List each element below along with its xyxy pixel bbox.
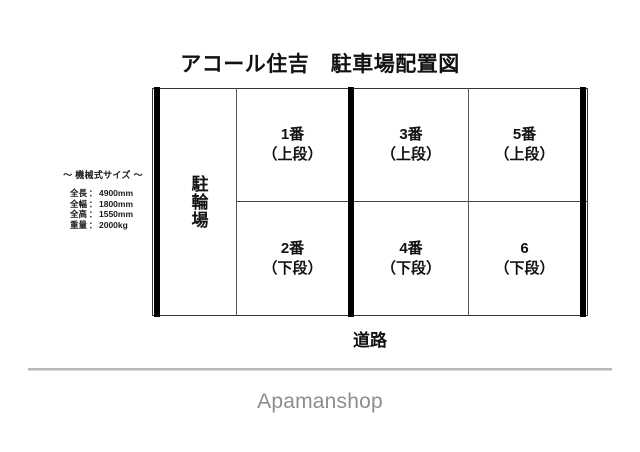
watermark-apamanshop: Apamanshop <box>257 390 383 413</box>
cell-label: 5番 （上段） <box>494 126 555 163</box>
cell-space-6[interactable]: 6 （下段） <box>469 202 580 315</box>
cell-space-4[interactable]: 4番 （下段） <box>354 202 468 315</box>
wall-right <box>580 87 586 317</box>
grid-divider-horizontal <box>236 201 588 202</box>
cell-label: 4番 （下段） <box>380 239 441 277</box>
bike-parking-label: 駐輪場 <box>188 175 208 229</box>
footer-divider <box>28 368 612 371</box>
spec-row: 全高 ： 1550mm <box>42 209 164 220</box>
machine-spec-block: ～ 機械式サイズ ～ 全長 ： 4900mm 全幅 ： 1800mm 全高 ： … <box>42 168 164 230</box>
grid-divider-col-middle <box>468 88 469 316</box>
spec-table: 全長 ： 4900mm 全幅 ： 1800mm 全高 ： 1550mm 重量 ：… <box>42 188 164 230</box>
spec-colon: ： <box>88 219 98 230</box>
spec-row: 重量 ： 2000kg <box>42 220 164 231</box>
spec-label-width: 全幅 <box>69 198 87 209</box>
cell-label: 3番 （上段） <box>380 126 441 163</box>
cell-label: 1番 （上段） <box>262 126 323 163</box>
spec-colon: ： <box>88 198 98 209</box>
cell-bike-parking[interactable]: 駐輪場 <box>160 88 236 316</box>
spec-value-weight: 2000kg <box>99 219 128 230</box>
spec-label-weight: 重量 <box>69 219 87 230</box>
spec-colon: ： <box>88 209 98 219</box>
wall-center <box>348 87 354 317</box>
page-title: アコール住吉 駐車場配置図 <box>180 53 460 76</box>
wall-left <box>154 87 160 317</box>
cell-label: 6 （下段） <box>494 239 555 277</box>
spec-label-height: 全高 <box>69 209 87 219</box>
cell-space-3[interactable]: 3番 （上段） <box>354 89 468 201</box>
cell-label: 2番 （下段） <box>262 239 323 277</box>
grid-divider-bike-right <box>236 88 237 316</box>
spec-value-width: 1800mm <box>99 198 134 209</box>
spec-row: 全幅 ： 1800mm <box>42 199 164 210</box>
cell-space-5[interactable]: 5番 （上段） <box>469 89 580 201</box>
spec-colon: ： <box>88 188 98 198</box>
cell-space-1[interactable]: 1番 （上段） <box>237 89 348 201</box>
spec-row: 全長 ： 4900mm <box>42 188 164 199</box>
parking-diagram: 駐輪場 1番 （上段） 3番 （上段） 5番 （上段） 2番 （下段） 4番 （… <box>152 87 588 317</box>
diagram-frame <box>152 88 588 316</box>
spec-label-length: 全長 <box>69 188 87 198</box>
cell-space-2[interactable]: 2番 （下段） <box>237 202 348 315</box>
spec-value-length: 4900mm <box>99 188 134 198</box>
spec-heading: ～ 機械式サイズ ～ <box>63 170 143 180</box>
spec-value-height: 1550mm <box>99 209 134 219</box>
road-label: 道路 <box>353 331 387 350</box>
